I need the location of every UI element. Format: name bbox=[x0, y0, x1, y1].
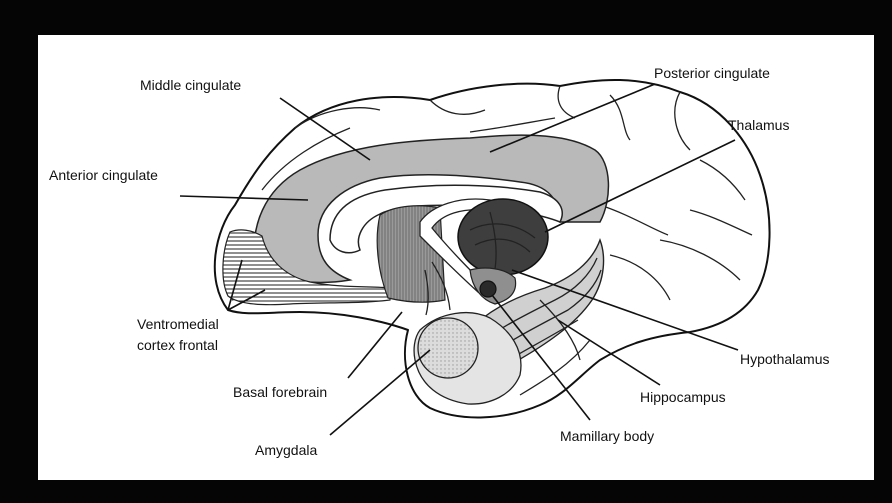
mamillary-body bbox=[480, 281, 496, 297]
label-posterior-cingulate: Posterior cingulate bbox=[654, 65, 770, 81]
label-basal-forebrain: Basal forebrain bbox=[233, 384, 327, 400]
label-hippocampus: Hippocampus bbox=[640, 389, 726, 405]
label-thalamus: Thalamus bbox=[728, 117, 789, 133]
label-amygdala: Amygdala bbox=[255, 442, 317, 458]
label-middle-cingulate: Middle cingulate bbox=[140, 77, 241, 93]
label-mamillary-body: Mamillary body bbox=[560, 428, 654, 444]
label-ventromedial-line1: Ventromedial bbox=[137, 316, 219, 332]
label-ventromedial-line2: cortex frontal bbox=[137, 337, 218, 353]
amygdala bbox=[418, 318, 478, 378]
label-anterior-cingulate: Anterior cingulate bbox=[49, 167, 158, 183]
label-hypothalamus: Hypothalamus bbox=[740, 351, 830, 367]
